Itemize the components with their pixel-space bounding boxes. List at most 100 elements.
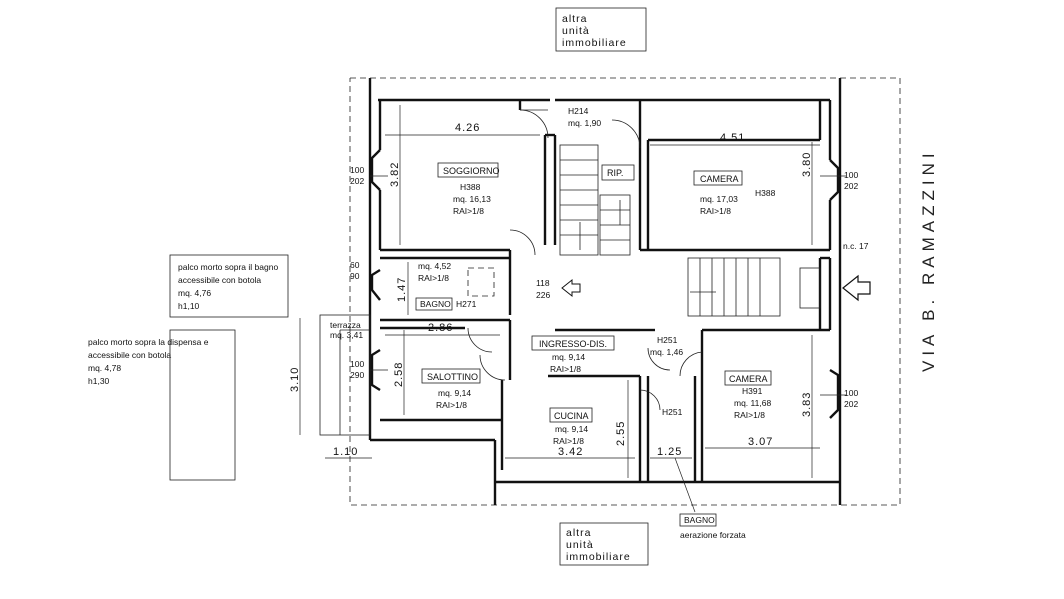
svg-text:4.51: 4.51 xyxy=(720,132,745,144)
bagno-hatch xyxy=(467,267,495,297)
svg-text:1.10: 1.10 xyxy=(333,446,358,458)
svg-text:RAI>1/8: RAI>1/8 xyxy=(418,273,449,283)
svg-text:BAGNO: BAGNO xyxy=(684,515,715,525)
room-rip: RIP. xyxy=(607,168,623,178)
svg-text:accessibile con botola: accessibile con botola xyxy=(178,275,261,285)
svg-text:mq. 9,14: mq. 9,14 xyxy=(552,352,585,362)
svg-text:60: 60 xyxy=(350,260,360,270)
svg-text:H271: H271 xyxy=(456,299,477,309)
svg-text:2.58: 2.58 xyxy=(393,362,405,387)
svg-text:1.25: 1.25 xyxy=(657,446,682,458)
svg-text:mq. 1,46: mq. 1,46 xyxy=(650,347,683,357)
civic-number: n.c. 17 xyxy=(843,241,869,251)
svg-text:unità: unità xyxy=(562,25,590,37)
svg-text:118: 118 xyxy=(536,278,550,288)
svg-text:SALOTTINO: SALOTTINO xyxy=(427,372,478,382)
room-camera-2: CAMERA H391 mq. 11,68 RAI>1/8 xyxy=(724,370,771,420)
svg-text:RAI>1/8: RAI>1/8 xyxy=(550,364,581,374)
svg-text:100: 100 xyxy=(350,165,364,175)
svg-text:H388: H388 xyxy=(755,188,776,198)
staircase-lower xyxy=(687,257,821,317)
terrazza-label: terrazza mq. 3,41 xyxy=(330,320,363,340)
room-h251-b: H251 xyxy=(662,407,683,417)
svg-text:202: 202 xyxy=(844,181,858,191)
svg-text:202: 202 xyxy=(350,176,364,186)
svg-text:SOGGIORNO: SOGGIORNO xyxy=(443,166,500,176)
svg-text:RAI>1/8: RAI>1/8 xyxy=(700,206,731,216)
svg-text:2.55: 2.55 xyxy=(615,421,627,446)
svg-text:immobiliare: immobiliare xyxy=(562,37,627,49)
dimension-labels: 4.26 3.82 4.51 3.80 1.47 2.86 2.58 3.10 … xyxy=(289,122,813,458)
svg-text:mq. 3,41: mq. 3,41 xyxy=(330,330,363,340)
note-box-1 xyxy=(169,254,289,318)
room-bagno-1: mq. 4,52 RAI>1/8 BAGNO H271 xyxy=(415,261,477,311)
svg-text:202: 202 xyxy=(844,399,858,409)
room-salottino: SALOTTINO mq. 9,14 RAI>1/8 xyxy=(421,368,481,410)
svg-text:mq. 1,90: mq. 1,90 xyxy=(568,118,601,128)
svg-text:H391: H391 xyxy=(742,386,763,396)
svg-text:altra: altra xyxy=(562,13,587,25)
room-bagno-2: BAGNO aerazione forzata xyxy=(679,513,746,540)
svg-text:90: 90 xyxy=(350,271,360,281)
svg-text:h1,30: h1,30 xyxy=(88,376,110,386)
svg-text:immobiliare: immobiliare xyxy=(566,551,631,563)
svg-text:mq. 4,76: mq. 4,76 xyxy=(178,288,211,298)
svg-text:unità: unità xyxy=(566,539,594,551)
note-palco-2: palco morto sopra la dispensa e accessib… xyxy=(88,337,209,386)
neighbor-unit-top: altra unità immobiliare xyxy=(555,7,647,52)
room-h214: H214 mq. 1,90 xyxy=(568,106,601,128)
room-camera-1: CAMERA H388 mq. 17,03 RAI>1/8 xyxy=(693,170,776,216)
svg-text:CAMERA: CAMERA xyxy=(700,174,739,184)
svg-text:BAGNO: BAGNO xyxy=(420,299,451,309)
svg-text:mq. 9,14: mq. 9,14 xyxy=(555,424,588,434)
room-soggiorno: SOGGIORNO H388 mq. 16,13 RAI>1/8 xyxy=(437,162,500,216)
svg-text:mq. 17,03: mq. 17,03 xyxy=(700,194,738,204)
svg-text:H251: H251 xyxy=(657,335,678,345)
interior-walls xyxy=(380,100,832,482)
svg-text:palco morto sopra il bagno: palco morto sopra il bagno xyxy=(178,262,278,272)
svg-text:100: 100 xyxy=(844,388,858,398)
svg-text:palco morto sopra la dispensa: palco morto sopra la dispensa e xyxy=(88,337,209,347)
svg-text:INGRESSO-DIS.: INGRESSO-DIS. xyxy=(539,339,607,349)
svg-text:100: 100 xyxy=(350,359,364,369)
terrace xyxy=(319,314,371,436)
svg-text:mq. 9,14: mq. 9,14 xyxy=(438,388,471,398)
rip-box xyxy=(601,164,635,181)
svg-text:RAI>1/8: RAI>1/8 xyxy=(553,436,584,446)
svg-text:H388: H388 xyxy=(460,182,481,192)
svg-text:3.07: 3.07 xyxy=(748,436,773,448)
svg-text:RAI>1/8: RAI>1/8 xyxy=(734,410,765,420)
window-labels: 100 202 60 90 100 290 100 202 100 202 11… xyxy=(350,165,858,409)
svg-text:100: 100 xyxy=(844,170,858,180)
svg-text:mq. 16,13: mq. 16,13 xyxy=(453,194,491,204)
svg-text:3.80: 3.80 xyxy=(801,152,813,177)
svg-text:mq. 4,52: mq. 4,52 xyxy=(418,261,451,271)
svg-text:4.26: 4.26 xyxy=(455,122,480,134)
dimension-lines xyxy=(299,105,846,513)
svg-text:CUCINA: CUCINA xyxy=(554,411,589,421)
svg-text:1.47: 1.47 xyxy=(396,277,408,302)
svg-text:mq. 4,78: mq. 4,78 xyxy=(88,363,121,373)
svg-text:mq. 11,68: mq. 11,68 xyxy=(734,398,771,408)
svg-text:290: 290 xyxy=(350,370,364,380)
street-name: VIA B. RAMAZZINI xyxy=(919,148,938,372)
svg-text:RAI>1/8: RAI>1/8 xyxy=(453,206,484,216)
svg-text:accessibile con botola: accessibile con botola xyxy=(88,350,171,360)
svg-text:aerazione forzata: aerazione forzata xyxy=(680,530,746,540)
note-box-2 xyxy=(169,329,236,481)
staircase-upper xyxy=(559,144,635,256)
svg-text:RAI>1/8: RAI>1/8 xyxy=(436,400,467,410)
svg-text:terrazza: terrazza xyxy=(330,320,361,330)
svg-text:H214: H214 xyxy=(568,106,589,116)
note-palco-1: palco morto sopra il bagno accessibile c… xyxy=(178,262,278,311)
svg-text:3.10: 3.10 xyxy=(289,367,301,392)
svg-text:CAMERA: CAMERA xyxy=(729,374,768,384)
svg-text:h1,10: h1,10 xyxy=(178,301,200,311)
room-h251: H251 mq. 1,46 xyxy=(650,335,683,357)
svg-text:2.86: 2.86 xyxy=(428,322,453,334)
svg-text:3.42: 3.42 xyxy=(558,446,583,458)
neighbor-unit-bottom: altra unità immobiliare xyxy=(559,522,649,566)
door-swings xyxy=(467,109,703,411)
room-cucina: CUCINA mq. 9,14 RAI>1/8 xyxy=(549,407,593,446)
